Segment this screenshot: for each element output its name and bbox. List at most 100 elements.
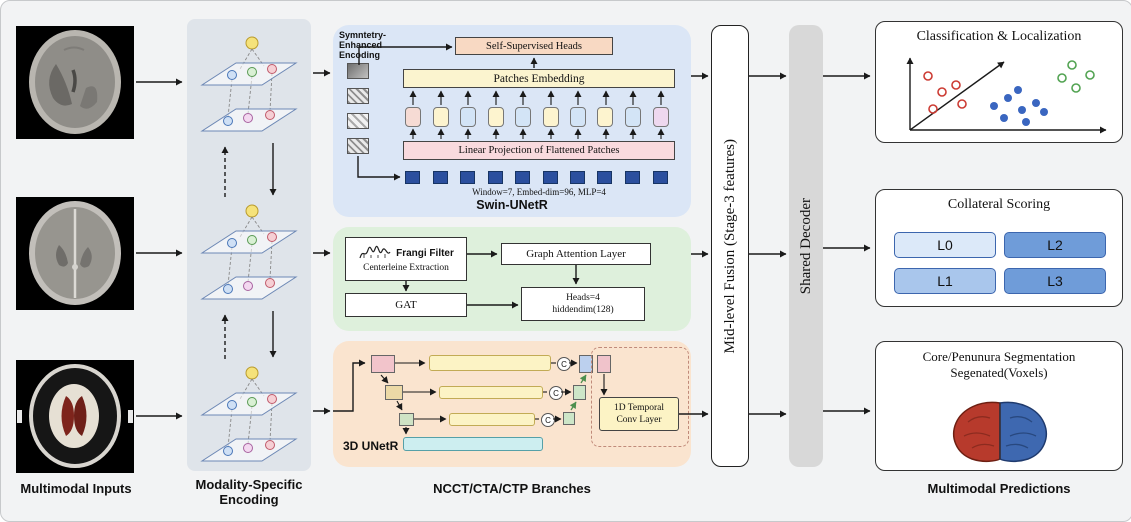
frangi-filter-box: Frangi Filter Centerleine Extraction — [345, 237, 467, 281]
mid-level-fusion-label: Mid-level Fusion (Stage-3 features) — [721, 138, 738, 354]
collateral-title: Collateral Scoring — [947, 197, 1051, 212]
caption-predictions-text: Multimodal Predictions — [927, 481, 1071, 496]
concat-symbol: C — [553, 388, 559, 398]
segmentation-output-box: Core/Penunura Segmentation Segenated(Vox… — [875, 341, 1123, 471]
encoder-graph-3 — [200, 366, 298, 462]
centerline-extraction-label: Centerleine Extraction — [363, 263, 449, 273]
patch-token — [433, 107, 449, 127]
swin-title-label: Swin-UNetR — [476, 198, 548, 212]
caption-multimodal-predictions: Multimodal Predictions — [875, 481, 1123, 496]
unet-encoder-block-3 — [399, 413, 414, 426]
caption-inputs-text: Multimodal Inputs — [20, 481, 132, 496]
unet-conv-stage-2 — [439, 386, 543, 399]
decoder-to-output-arrows — [823, 72, 871, 415]
patch-token — [653, 107, 669, 127]
symmetry-encoding-label: Symntetry- Enhanced Encoding — [339, 30, 413, 60]
caption-branches-text: NCCT/CTA/CTP Branches — [433, 481, 591, 496]
caption-branches: NCCT/CTA/CTP Branches — [333, 481, 691, 496]
unet-decoder-block-2 — [573, 385, 586, 400]
patch-token — [625, 107, 641, 127]
caption-modality-encoding: Modality-Specific Encoding — [177, 477, 321, 507]
swin-hyperparams-label: Window=7, Embed-dim=96, MLP=4 — [472, 187, 606, 197]
self-supervised-heads-box: Self-Supervised Heads — [455, 37, 613, 55]
frangi-filter-label: Frangi Filter — [396, 247, 454, 259]
patch-token — [597, 107, 613, 127]
flattened-patch — [570, 171, 585, 184]
temporal-conv-line2: Conv Layer — [616, 415, 662, 425]
classification-title: Classification & Localization — [916, 29, 1082, 44]
gat-box: GAT — [345, 293, 467, 317]
segmentation-title-line1: Core/Penunura Segmentation — [922, 349, 1076, 364]
flattened-patch — [543, 171, 558, 184]
caption-multimodal-inputs: Multimodal Inputs — [1, 481, 151, 496]
unet-encoder-block-2 — [385, 385, 403, 400]
class-green-points — [1057, 60, 1095, 93]
flattened-patch — [488, 171, 503, 184]
symmetry-patch-2 — [347, 88, 369, 104]
input-cta-image — [16, 197, 134, 310]
temporal-conv-box: 1D Temporal Conv Layer — [599, 397, 679, 431]
encoder-to-branch-arrows — [313, 69, 331, 415]
patches-embedding-label: Patches Embedding — [493, 72, 585, 85]
l2-label: L2 — [1047, 237, 1063, 253]
symmetry-label-line2: Enhanced — [339, 40, 383, 50]
gat-label: GAT — [395, 299, 417, 311]
caption-encoding-line2: Encoding — [219, 492, 279, 507]
shared-decoder-bar: Shared Decoder — [789, 25, 823, 467]
symmetry-label-line3: Encoding — [339, 50, 380, 60]
input-ctp-image — [16, 360, 134, 473]
patch-token — [405, 107, 421, 127]
class-red-points — [923, 71, 967, 114]
self-supervised-heads-label: Self-Supervised Heads — [486, 40, 582, 52]
collateral-score-l2: L2 — [1004, 232, 1106, 258]
classification-output-box: Classification & Localization — [875, 21, 1123, 143]
encoder-graph-1 — [200, 36, 298, 132]
brain-cta-illustration — [29, 201, 121, 305]
temporal-conv-line1: 1D Temporal — [613, 403, 665, 413]
flattened-patch — [405, 171, 420, 184]
swin-hyperparams: Window=7, Embed-dim=96, MLP=4 — [403, 186, 675, 198]
symmetry-patch-1 — [347, 63, 369, 79]
input-ncct-image — [16, 26, 134, 139]
flattened-patch — [625, 171, 640, 184]
mid-level-fusion-bar: Mid-level Fusion (Stage-3 features) — [711, 25, 749, 467]
brain-segmentation-illustration — [952, 401, 1048, 463]
collateral-output-box: Collateral Scoring L0 L2 L1 L3 — [875, 189, 1123, 307]
l0-label: L0 — [937, 237, 953, 253]
gat-heads-line1: Heads=4 — [566, 293, 600, 303]
unet-bottleneck — [403, 437, 543, 451]
swin-branch-title: Swin-UNetR — [333, 197, 691, 213]
collateral-score-l1: L1 — [894, 268, 996, 294]
encoder-graph-2 — [200, 204, 298, 300]
concat-symbol: C — [561, 359, 567, 369]
shared-decoder-label: Shared Decoder — [797, 197, 814, 295]
unet-decoder-block-3 — [563, 412, 575, 425]
linear-projection-label: Linear Projection of Flattened Patches — [458, 145, 620, 156]
temporal-group-outline — [591, 347, 689, 447]
segmentation-title-line2: Segenated(Voxels) — [950, 365, 1048, 380]
brain-ctp-illustration — [17, 364, 133, 468]
gat-heads-box: Heads=4 hiddendim(128) — [521, 287, 645, 321]
unet-branch-panel: C C C 1D Temporal Conv Layer 3D UNetR — [333, 341, 691, 467]
unet-conv-stage-3 — [449, 413, 535, 426]
flattened-patch — [433, 171, 448, 184]
collateral-score-l3: L3 — [1004, 268, 1106, 294]
flattened-patch — [515, 171, 530, 184]
concat-symbol: C — [545, 415, 551, 425]
symmetry-patch-3 — [347, 113, 369, 129]
concat-node-3: C — [541, 413, 555, 427]
unet-encoder-block-1 — [371, 355, 395, 373]
unet-output-block — [597, 355, 611, 373]
class-blue-points — [990, 86, 1048, 126]
scatter-plot-illustration — [906, 57, 1107, 134]
graph-attention-layer-box: Graph Attention Layer — [501, 243, 651, 265]
linear-projection-box: Linear Projection of Flattened Patches — [403, 141, 675, 160]
modality-encoding-panel — [187, 19, 311, 471]
gat-heads-line2: hiddendim(128) — [552, 305, 614, 315]
swin-branch-panel: Symntetry- Enhanced Encoding Self-Superv… — [333, 25, 691, 217]
vessel-waveform-icon — [359, 245, 391, 259]
patch-token — [460, 107, 476, 127]
vessel-branch-panel: Frangi Filter Centerleine Extraction Gra… — [333, 227, 691, 331]
concat-node-2: C — [549, 386, 563, 400]
